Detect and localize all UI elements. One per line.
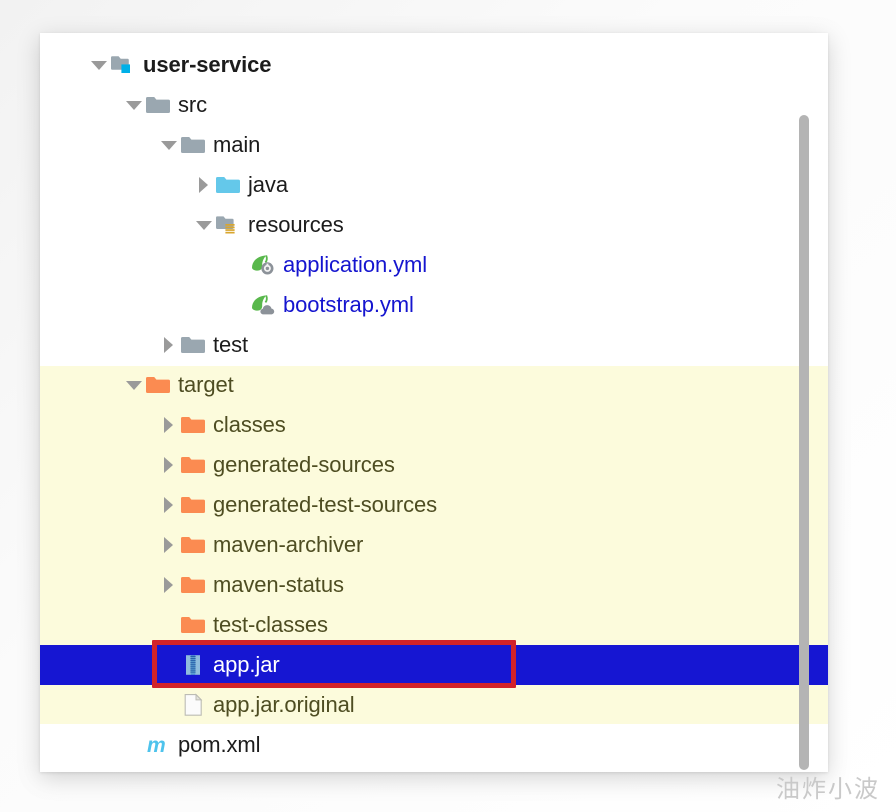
tree-row-label: src bbox=[178, 92, 208, 117]
excluded-folder-icon bbox=[180, 532, 206, 558]
tree-row-label: target bbox=[178, 372, 234, 397]
tree-row-label: application.yml bbox=[283, 252, 428, 277]
tree-row[interactable]: user-service bbox=[40, 45, 828, 85]
vertical-scrollbar-thumb[interactable] bbox=[799, 115, 809, 770]
twisty-placeholder bbox=[158, 645, 180, 685]
watermark-text: 油炸小波 bbox=[776, 775, 880, 803]
tree-row-label: generated-test-sources bbox=[213, 492, 438, 517]
tree-row[interactable]: java bbox=[40, 165, 828, 205]
tree-row-label: main bbox=[213, 132, 261, 157]
archive-jar-icon bbox=[180, 652, 206, 678]
chevron-right-icon[interactable] bbox=[158, 405, 180, 445]
tree-row[interactable]: application.yml bbox=[40, 245, 828, 285]
tree-row-label: classes bbox=[213, 412, 286, 437]
generic-file-icon bbox=[180, 692, 206, 718]
chevron-right-icon[interactable] bbox=[158, 565, 180, 605]
chevron-right-icon[interactable] bbox=[158, 445, 180, 485]
tree-row-label: pom.xml bbox=[178, 732, 261, 757]
tree-row[interactable]: m pom.xml bbox=[40, 725, 828, 765]
tree-row[interactable]: generated-sources bbox=[40, 445, 828, 485]
tree-row[interactable]: classes bbox=[40, 405, 828, 445]
tree-row[interactable]: app.jar bbox=[40, 645, 828, 685]
chevron-right-icon[interactable] bbox=[158, 325, 180, 365]
chevron-down-icon[interactable] bbox=[158, 125, 180, 165]
resources-root-folder-icon bbox=[215, 212, 241, 238]
twisty-placeholder bbox=[228, 245, 250, 285]
tree-row[interactable]: main bbox=[40, 125, 828, 165]
tree-row-label: maven-archiver bbox=[213, 532, 364, 557]
tree-row-label: java bbox=[248, 172, 288, 197]
tree-row-label: maven-status bbox=[213, 572, 344, 597]
chevron-right-icon[interactable] bbox=[158, 485, 180, 525]
spring-cloud-file-icon bbox=[250, 292, 276, 318]
twisty-placeholder bbox=[158, 605, 180, 645]
tree-row[interactable]: generated-test-sources bbox=[40, 485, 828, 525]
tree-row-label: user-service bbox=[143, 52, 272, 77]
excluded-folder-icon bbox=[180, 412, 206, 438]
excluded-folder-icon bbox=[180, 612, 206, 638]
tree-row[interactable]: src bbox=[40, 85, 828, 125]
spring-config-file-icon bbox=[250, 252, 276, 278]
tree-row-label: bootstrap.yml bbox=[283, 292, 414, 317]
folder-icon bbox=[145, 92, 171, 118]
tree-row-label: test bbox=[213, 332, 249, 357]
twisty-placeholder bbox=[123, 725, 145, 765]
excluded-folder-icon bbox=[180, 452, 206, 478]
tree-row[interactable]: bootstrap.yml bbox=[40, 285, 828, 325]
folder-icon bbox=[180, 132, 206, 158]
tree-row-label: app.jar bbox=[213, 652, 280, 677]
tree-row[interactable]: test bbox=[40, 325, 828, 365]
tree-row-label: resources bbox=[248, 212, 344, 237]
chevron-right-icon[interactable] bbox=[193, 165, 215, 205]
vertical-scrollbar-track[interactable] bbox=[798, 33, 820, 772]
chevron-down-icon[interactable] bbox=[123, 85, 145, 125]
module-folder-icon bbox=[110, 52, 136, 78]
chevron-down-icon[interactable] bbox=[88, 45, 110, 85]
twisty-placeholder bbox=[158, 685, 180, 725]
twisty-placeholder bbox=[228, 285, 250, 325]
tree-row[interactable]: app.jar.original bbox=[40, 685, 828, 725]
maven-pom-icon: m bbox=[145, 732, 171, 758]
tree-row[interactable]: maven-status bbox=[40, 565, 828, 605]
chevron-down-icon[interactable] bbox=[193, 205, 215, 245]
tree-row[interactable]: resources bbox=[40, 205, 828, 245]
excluded-folder-icon bbox=[145, 372, 171, 398]
sources-root-folder-icon bbox=[215, 172, 241, 198]
chevron-right-icon[interactable] bbox=[158, 525, 180, 565]
chevron-down-icon[interactable] bbox=[123, 365, 145, 405]
tree-row[interactable]: target bbox=[40, 365, 828, 405]
tree-row-label: test-classes bbox=[213, 612, 328, 637]
excluded-folder-icon bbox=[180, 492, 206, 518]
tree-row-label: generated-sources bbox=[213, 452, 395, 477]
excluded-folder-icon bbox=[180, 572, 206, 598]
tree-row[interactable]: test-classes bbox=[40, 605, 828, 645]
tree-row[interactable]: maven-archiver bbox=[40, 525, 828, 565]
folder-icon bbox=[180, 332, 206, 358]
tree-row-label: app.jar.original bbox=[213, 692, 355, 717]
svg-text:m: m bbox=[147, 734, 166, 757]
